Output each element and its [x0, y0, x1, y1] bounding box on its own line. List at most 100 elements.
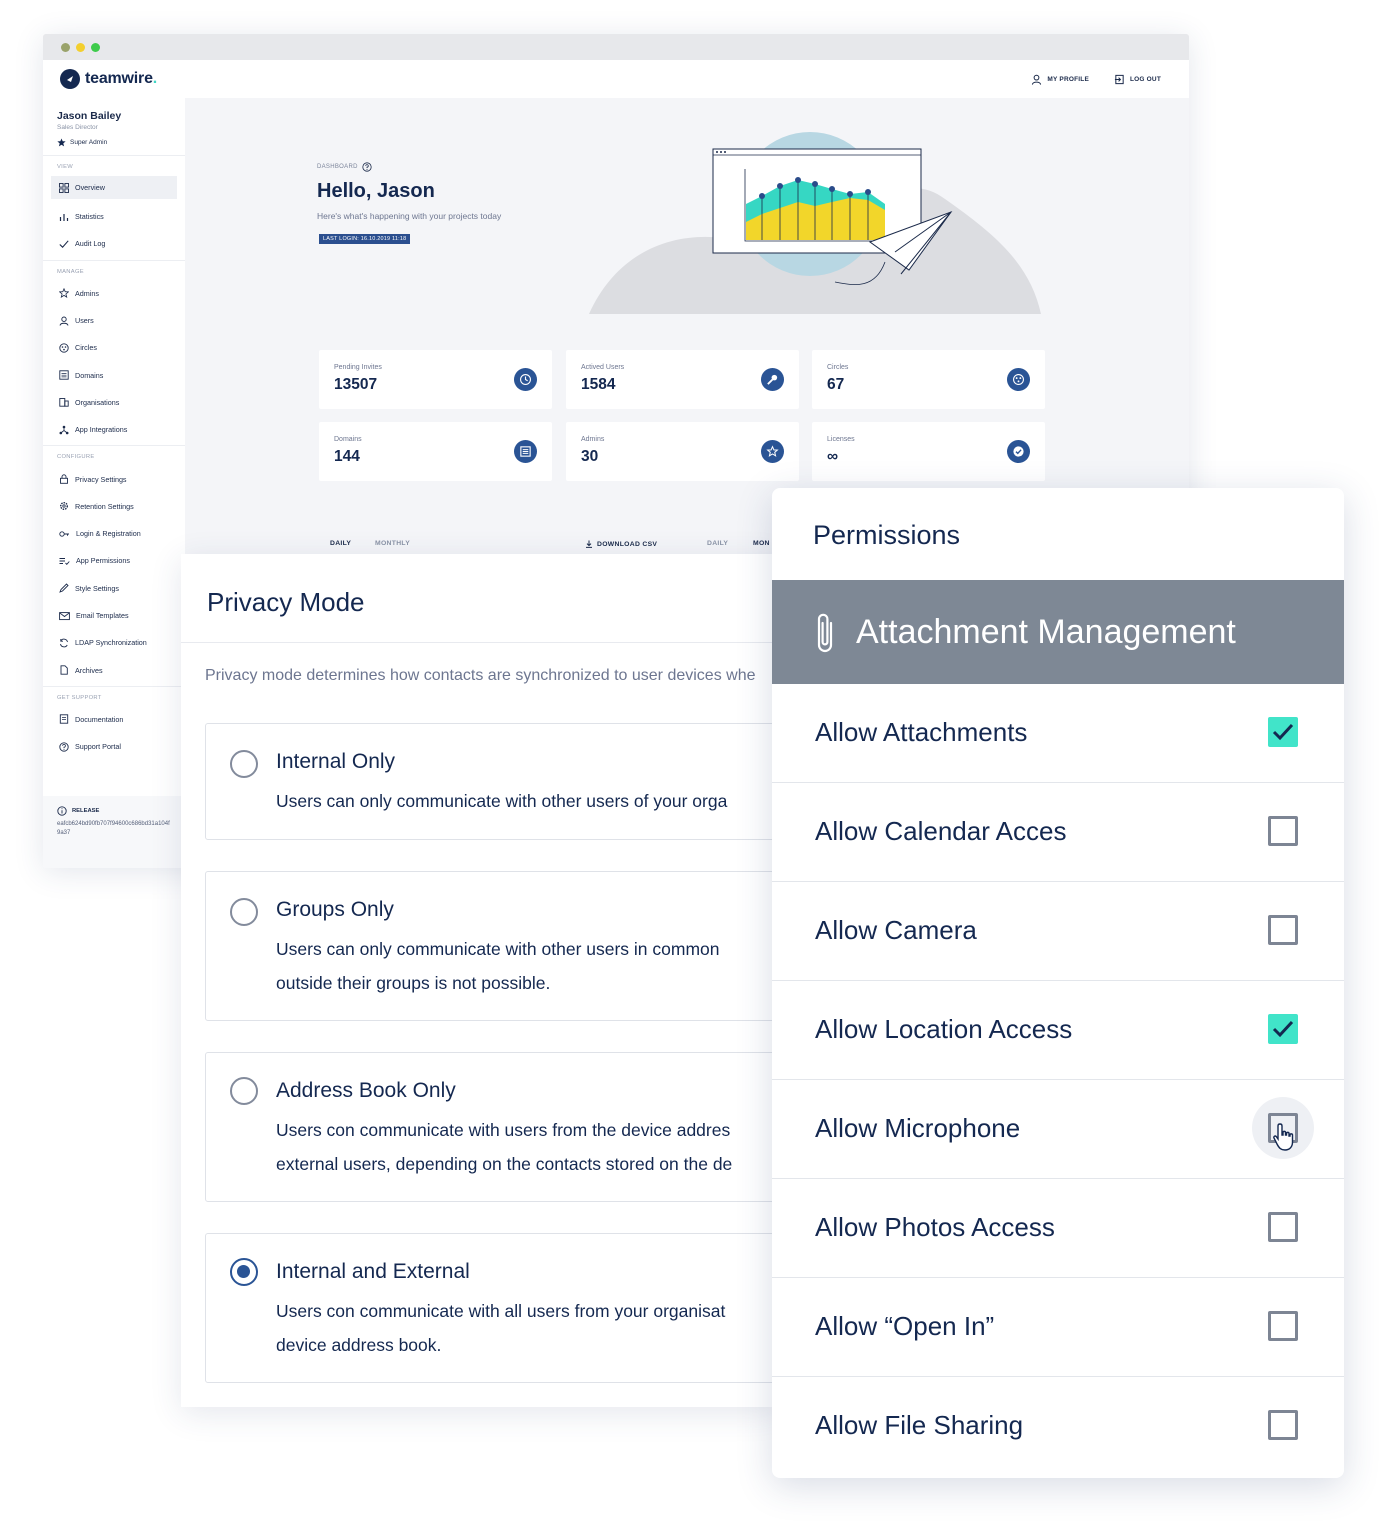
allow-attachments-checkbox[interactable]: [1268, 717, 1298, 747]
permission-label: Allow Camera: [815, 915, 977, 945]
stat-card-admins[interactable]: Admins 30: [566, 422, 799, 481]
stat-label: Pending Invites: [334, 364, 382, 371]
sidebar-item-email-templates[interactable]: Email Templates: [43, 602, 185, 629]
permission-row-allow-open-in[interactable]: Allow “Open In”: [772, 1278, 1344, 1377]
privacy-option-groups-only[interactable]: Groups Only Users can only communicate w…: [205, 871, 781, 1021]
tab-monthly[interactable]: MONTHLY: [375, 540, 411, 547]
sidebar-item-label: Overview: [75, 183, 105, 192]
option-title: Internal and External: [276, 1260, 470, 1283]
sidebar-item-organisations[interactable]: Organisations: [43, 389, 185, 416]
sidebar-item-retention-settings[interactable]: Retention Settings: [43, 493, 185, 520]
privacy-option-internal-and-external[interactable]: Internal and External Users con communic…: [205, 1233, 781, 1383]
sidebar-item-app-integrations[interactable]: App Integrations: [43, 416, 185, 443]
privacy-mode-panel: Privacy Mode Privacy mode determines how…: [181, 554, 781, 1407]
section-title: Attachment Management: [856, 612, 1236, 651]
section-configure: CONFIGURE: [57, 454, 95, 461]
tab-daily[interactable]: DAILY: [330, 540, 352, 547]
sidebar-item-support-portal[interactable]: Support Portal: [43, 733, 185, 760]
tab-monthly-2[interactable]: MON: [753, 540, 770, 547]
sidebar-item-label: Statistics: [75, 212, 104, 222]
maximize-dot[interactable]: [91, 42, 100, 52]
circles-icon: [1007, 368, 1030, 391]
document-icon: [59, 714, 69, 725]
sidebar-item-statistics[interactable]: Statistics: [43, 203, 185, 230]
radio-internal-and-external[interactable]: [230, 1258, 258, 1286]
gear-icon: [60, 502, 68, 511]
sidebar-item-audit-log[interactable]: Audit Log: [43, 230, 185, 257]
top-nav: MY PROFILE LOG OUT: [1031, 74, 1161, 85]
sidebar-item-ldap-synchronization[interactable]: LDAP Synchronization: [43, 629, 185, 656]
stat-card-circles[interactable]: Circles 67: [812, 350, 1045, 409]
permissions-title: Permissions: [813, 520, 961, 550]
allow-photos-checkbox[interactable]: [1268, 1212, 1298, 1242]
greeting-subline: Here's what's happening with your projec…: [317, 211, 502, 221]
sidebar-item-label: Privacy Settings: [75, 474, 127, 484]
privacy-option-internal-only[interactable]: Internal Only Users can only communicate…: [205, 723, 781, 840]
permission-row-allow-camera[interactable]: Allow Camera: [772, 882, 1344, 981]
radio-address-book-only[interactable]: [230, 1077, 258, 1105]
clock-icon: [514, 368, 537, 391]
stat-value: 144: [334, 448, 360, 465]
permissions-panel: Permissions Attachment Management Allow …: [772, 488, 1344, 1478]
my-profile-link[interactable]: MY PROFILE: [1031, 74, 1089, 85]
breadcrumb: DASHBOARD: [317, 162, 372, 172]
dashboard-window: teamwire. MY PROFILE LOG OUT Jason Baile…: [43, 34, 1189, 868]
logo[interactable]: teamwire.: [60, 69, 157, 89]
privacy-option-address-book-only[interactable]: Address Book Only Users con communicate …: [205, 1052, 781, 1202]
stat-value: 13507: [334, 376, 378, 393]
stat-value: 30: [581, 448, 599, 465]
stat-value: 67: [827, 376, 845, 393]
close-dot[interactable]: [61, 42, 70, 52]
stat-label: Admins: [581, 436, 605, 443]
sidebar-item-overview[interactable]: Overview: [51, 176, 177, 199]
stat-label: Actived Users: [581, 364, 625, 371]
stat-card-licenses[interactable]: Licenses ∞: [812, 422, 1045, 481]
release-hash: eafcb624bd90fb707f94600c686bd31a104f9a37: [57, 821, 170, 836]
key-icon: [59, 530, 69, 537]
radio-internal-only[interactable]: [230, 750, 258, 778]
sidebar-item-users[interactable]: Users: [43, 307, 185, 334]
log-out-link[interactable]: LOG OUT: [1114, 74, 1161, 85]
greeting: Hello, Jason: [317, 180, 435, 202]
permission-label: Allow Attachments: [815, 717, 1028, 747]
info-icon: [57, 806, 67, 816]
permission-row-allow-microphone[interactable]: Allow Microphone: [772, 1080, 1344, 1179]
tab-daily-2[interactable]: DAILY: [707, 540, 729, 547]
sidebar-item-circles[interactable]: Circles: [43, 334, 185, 361]
sidebar-item-archives[interactable]: Archives: [43, 656, 185, 683]
stat-card-pending-invites[interactable]: Pending Invites 13507: [319, 350, 552, 409]
sidebar-item-app-permissions[interactable]: App Permissions: [43, 547, 185, 574]
allow-camera-checkbox[interactable]: [1268, 915, 1298, 945]
help-icon[interactable]: [362, 162, 372, 172]
sidebar-item-login-registration[interactable]: Login & Registration: [43, 520, 185, 547]
sidebar-item-admins[interactable]: Admins: [43, 280, 185, 307]
download-csv-button[interactable]: DOWNLOAD CSV: [585, 540, 657, 548]
minimize-dot[interactable]: [76, 42, 85, 52]
privacy-title: Privacy Mode: [207, 587, 365, 617]
permission-row-allow-attachments[interactable]: Allow Attachments: [772, 684, 1344, 783]
attachment-management-header: Attachment Management: [772, 580, 1344, 684]
dashboard-illustration: [589, 132, 1041, 314]
allow-open-in-checkbox[interactable]: [1268, 1311, 1298, 1341]
sidebar-item-domains[interactable]: Domains: [43, 361, 185, 388]
permission-row-allow-file-sharing[interactable]: Allow File Sharing: [772, 1377, 1344, 1476]
allow-calendar-checkbox[interactable]: [1268, 816, 1298, 846]
radio-groups-only[interactable]: [230, 898, 258, 926]
checklist-icon: [59, 557, 70, 565]
pen-icon: [59, 583, 69, 594]
sidebar-item-style-settings[interactable]: Style Settings: [43, 575, 185, 602]
breadcrumb-label: DASHBOARD: [317, 164, 358, 170]
star-icon: [761, 440, 784, 463]
stat-card-domains[interactable]: Domains 144: [319, 422, 552, 481]
permission-label: Allow Photos Access: [815, 1212, 1055, 1242]
sidebar-item-label: Retention Settings: [75, 501, 134, 511]
allow-location-checkbox[interactable]: [1268, 1014, 1298, 1044]
sidebar-item-privacy-settings[interactable]: Privacy Settings: [43, 465, 185, 492]
permission-row-allow-location-access[interactable]: Allow Location Access: [772, 981, 1344, 1080]
option-description: external users, depending on the contact…: [276, 1154, 733, 1174]
sidebar-item-documentation[interactable]: Documentation: [43, 706, 185, 733]
permission-row-allow-photos-access[interactable]: Allow Photos Access: [772, 1179, 1344, 1278]
allow-file-sharing-checkbox[interactable]: [1268, 1410, 1298, 1440]
stat-card-actived-users[interactable]: Actived Users 1584: [566, 350, 799, 409]
permission-row-allow-calendar-acces[interactable]: Allow Calendar Acces: [772, 783, 1344, 882]
